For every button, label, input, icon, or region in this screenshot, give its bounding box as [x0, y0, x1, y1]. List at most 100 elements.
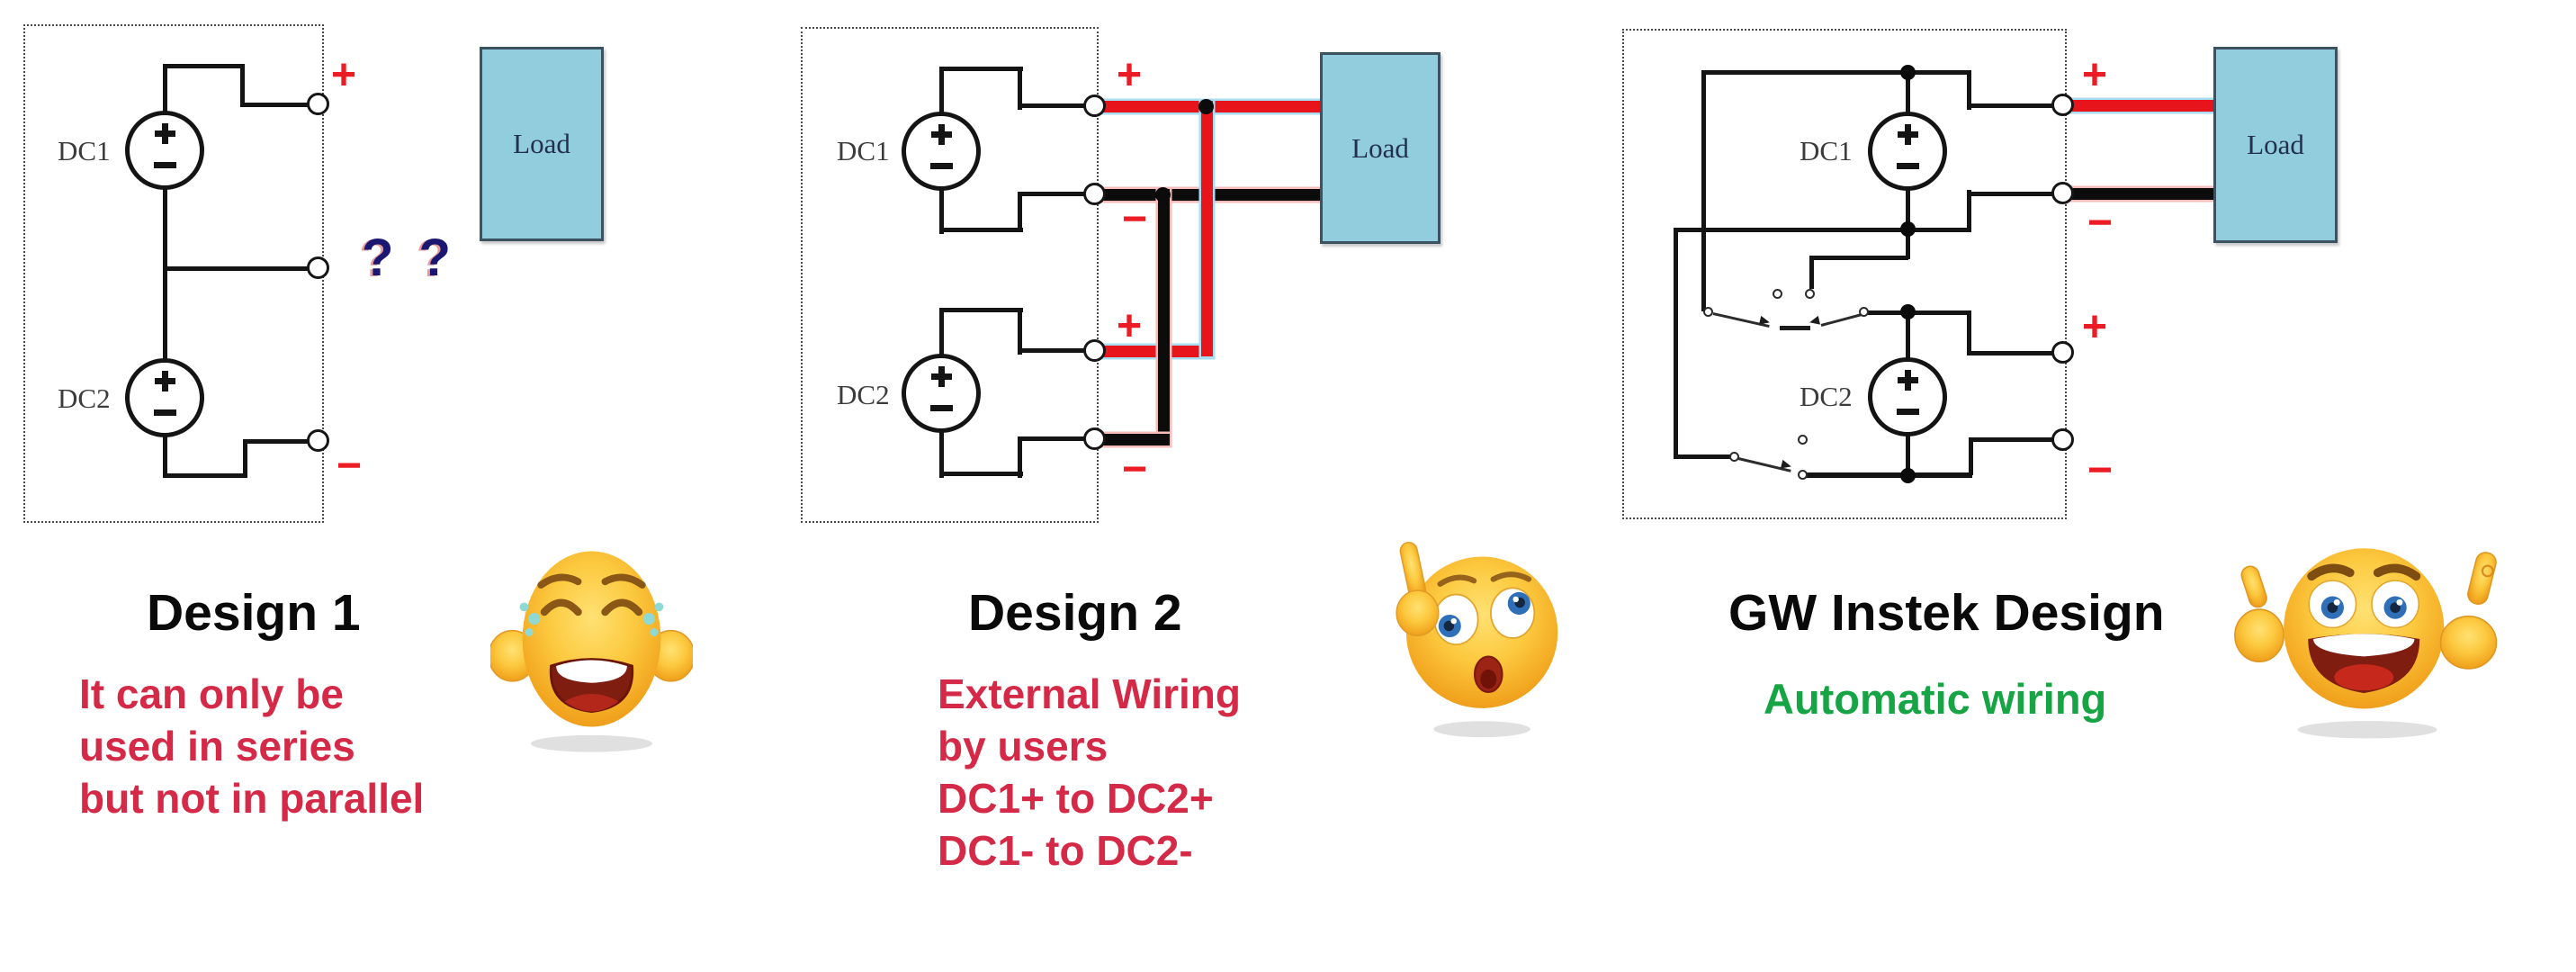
minus-mark — [930, 405, 953, 411]
wire-segment — [163, 435, 167, 478]
note-line: DC1- to DC2- — [938, 827, 1193, 874]
negative-label: − — [337, 442, 363, 490]
positive-label: + — [1117, 302, 1143, 350]
plus-mark — [931, 131, 952, 138]
wire-segment — [1967, 70, 1971, 110]
load-label: Load — [1351, 131, 1409, 164]
dc1-label: DC1 — [1800, 135, 1853, 166]
plus-mark — [1898, 377, 1918, 383]
wire-segment — [1701, 70, 1706, 311]
design1-title: Design 1 — [147, 584, 361, 642]
note-line: but not in parallel — [79, 775, 425, 822]
dc2-label: DC2 — [58, 382, 111, 414]
positive-label: + — [2082, 51, 2108, 99]
black-wire-load — [2063, 188, 2215, 200]
negative-label: − — [2087, 446, 2114, 494]
wire-segment — [163, 187, 167, 361]
wire-segment — [243, 439, 310, 444]
design1-panel: DC1 DC2 + − ? ? Load Design 1 It can onl… — [0, 0, 783, 972]
plus-mark — [155, 130, 175, 137]
dc1-label: DC1 — [58, 135, 111, 166]
positive-label: + — [2082, 303, 2108, 351]
gw-supply-outline — [1622, 29, 2067, 519]
terminal-middle — [307, 256, 329, 279]
wire-segment — [1018, 104, 1087, 108]
note-line: by users — [938, 723, 1108, 770]
junction-dot — [1198, 99, 1214, 114]
wire-segment — [1018, 193, 1022, 232]
design1-note: It can only be used in series but not in… — [79, 668, 424, 824]
load-label: Load — [2247, 129, 2304, 160]
minus-mark — [154, 162, 176, 168]
dc1-label: DC1 — [837, 135, 890, 166]
design1-supply-outline — [23, 24, 324, 523]
wire-segment — [1018, 348, 1087, 353]
red-wire-vertical — [1201, 101, 1213, 356]
plus-mark — [931, 374, 952, 380]
gw-instek-panel: DC1 DC2 + − + − Load GW Instek Design Au… — [1611, 0, 2576, 972]
wire-segment — [939, 67, 1023, 71]
wire-segment — [1906, 228, 1910, 259]
wire-segment — [243, 439, 247, 476]
minus-mark — [154, 410, 176, 416]
wire-segment — [1674, 454, 1732, 459]
relay-contact — [1805, 289, 1815, 299]
wire-segment — [939, 228, 1023, 232]
dc2-source-symbol — [125, 358, 204, 437]
black-wire-dc2minus — [1095, 434, 1170, 446]
terminal-positive — [307, 93, 329, 115]
wire-segment — [1809, 256, 1908, 260]
junction-dot — [1900, 221, 1916, 237]
negative-label: − — [2087, 199, 2114, 247]
terminal-dc1-positive — [2051, 94, 2074, 116]
junction-dot — [1155, 187, 1171, 202]
wire-segment — [1969, 437, 2053, 442]
negative-label: − — [1122, 195, 1148, 243]
gw-note: Automatic wiring — [1764, 673, 2106, 725]
relay-pole — [1859, 307, 1869, 317]
wire-segment — [939, 472, 1023, 476]
design2-note: External Wiring by users DC1+ to DC2+ DC… — [938, 668, 1241, 877]
dc1-source-symbol — [125, 111, 204, 190]
wire-segment — [1969, 438, 1973, 475]
relay-contact — [1773, 289, 1782, 299]
terminal-dc1-negative — [1083, 183, 1106, 205]
terminal-dc2-positive — [1083, 339, 1106, 362]
relay-pole — [1703, 307, 1713, 317]
load-box: Load — [1320, 52, 1441, 244]
wire-segment — [939, 187, 944, 234]
wire-segment — [1967, 104, 2054, 108]
relay-contact — [1798, 435, 1808, 445]
dc2-label: DC2 — [1800, 381, 1853, 412]
dc1-source-symbol — [902, 112, 981, 191]
dc2-source-symbol — [1868, 357, 1947, 436]
design2-title: Design 2 — [968, 584, 1182, 642]
dc2-label: DC2 — [837, 379, 890, 410]
relay-contact — [1798, 470, 1808, 480]
junction-dot — [1900, 304, 1916, 320]
wire-segment — [1866, 310, 1970, 315]
wire-segment — [163, 266, 310, 271]
wire-segment — [1674, 228, 1678, 459]
load-box: Load — [2213, 47, 2338, 243]
wire-segment — [1906, 70, 1910, 115]
wire-segment — [1674, 228, 1971, 232]
wire-segment — [1967, 351, 2054, 356]
wire-segment — [1967, 190, 1971, 232]
red-wire-dc2plus — [1095, 346, 1213, 357]
wire-segment — [939, 309, 944, 359]
dc1-source-symbol — [1868, 112, 1947, 191]
wire-segment — [939, 67, 944, 117]
note-line: used in series — [79, 723, 355, 770]
minus-mark — [1897, 409, 1919, 415]
wire-segment — [1809, 256, 1814, 289]
wire-segment — [1967, 192, 2054, 196]
wire-segment — [1967, 310, 1971, 355]
wire-segment — [163, 64, 244, 68]
relay-pole — [1729, 452, 1739, 462]
surprised-thinking-face-emoji — [1382, 529, 1575, 747]
wire-segment — [1906, 310, 1910, 359]
terminal-dc2-positive — [2051, 341, 2074, 364]
terminal-dc2-negative — [1083, 428, 1106, 450]
